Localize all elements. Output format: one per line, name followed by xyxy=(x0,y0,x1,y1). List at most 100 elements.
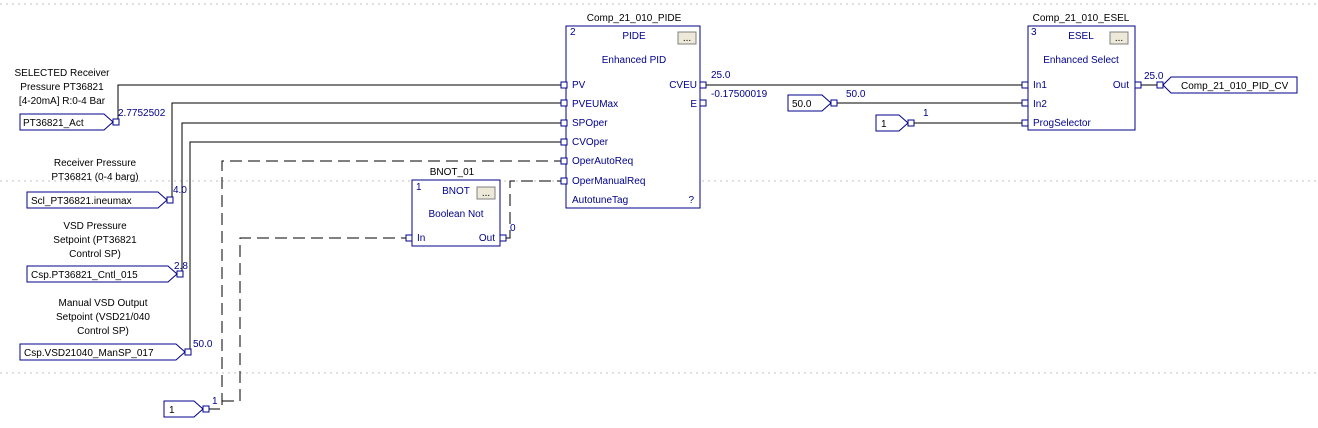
pin-cveu[interactable] xyxy=(699,81,707,89)
pin-label: OperManualReq xyxy=(572,176,645,187)
ref-value: 50.0 xyxy=(846,89,866,100)
input-reference-tag xyxy=(19,343,186,361)
bnot-block[interactable]: BNOT_01 1 BNOT ... Boolean Not In Out xyxy=(405,167,507,247)
wire-pv[interactable] xyxy=(117,84,562,122)
ref-tag-name: 1 xyxy=(169,405,175,416)
block-number: 1 xyxy=(416,182,422,193)
pin-in[interactable] xyxy=(405,234,413,242)
block-tag: Comp_21_010_ESEL xyxy=(1033,13,1130,24)
ref-pin xyxy=(112,118,120,126)
pide-block[interactable]: Comp_21_010_PIDE 2 PIDE ... Enhanced PID… xyxy=(560,13,707,209)
pin-label: In1 xyxy=(1033,80,1047,91)
pin-cvoper[interactable] xyxy=(560,138,568,146)
input-reference-tag xyxy=(787,94,832,112)
ref-tag-name: Csp.VSD21040_ManSP_017 xyxy=(24,348,154,359)
constant-50[interactable]: 50.0 50.0 xyxy=(787,89,866,112)
autotune-mark: ? xyxy=(688,195,694,206)
input-ref-ineumax[interactable]: Receiver Pressure PT36821 (0-4 barg) Scl… xyxy=(26,158,187,209)
ref-tag-name: Scl_PT36821.ineumax xyxy=(31,196,132,207)
block-type: ESEL xyxy=(1068,31,1094,42)
properties-button-label: ... xyxy=(683,33,691,44)
pin-pv[interactable] xyxy=(560,81,568,89)
ref-value: 2.8 xyxy=(174,261,188,272)
block-description: Enhanced PID xyxy=(602,55,667,66)
pin-spoper[interactable] xyxy=(560,119,568,127)
wire-operautoreq[interactable] xyxy=(208,160,562,410)
pide-cveu-value: 25.0 xyxy=(711,70,731,81)
ref-label: Receiver Pressure xyxy=(54,158,137,169)
properties-button-label: ... xyxy=(482,188,490,199)
properties-button[interactable] xyxy=(677,31,697,45)
input-reference-tag xyxy=(26,265,178,283)
output-reference-tag xyxy=(1162,76,1298,94)
wires xyxy=(117,84,1157,410)
input-ref-mansp-017[interactable]: Manual VSD Output Setpoint (VSD21/040 Co… xyxy=(19,298,213,361)
pin-label: CVEU xyxy=(669,80,697,91)
output-tag-name: Comp_21_010_PID_CV xyxy=(1181,81,1289,92)
pin-operautoreq[interactable] xyxy=(560,157,568,165)
pin-label: Out xyxy=(479,233,495,244)
ref-value: 2.7752502 xyxy=(118,108,166,119)
properties-button[interactable] xyxy=(1109,31,1129,45)
ref-label: Control SP) xyxy=(69,249,121,260)
pin-label: Out xyxy=(1113,80,1129,91)
ref-pin xyxy=(907,119,915,127)
ref-value: 4.0 xyxy=(173,185,187,196)
pin-progselector[interactable] xyxy=(1021,119,1029,127)
ref-pin xyxy=(1156,81,1164,89)
ref-label: Setpoint (VSD21/040 xyxy=(56,312,150,323)
pin-label: OperAutoReq xyxy=(572,156,633,167)
properties-button-label: ... xyxy=(1115,33,1123,44)
ref-pin xyxy=(202,405,210,413)
ref-tag-name: 50.0 xyxy=(792,99,812,110)
input-reference-tag xyxy=(26,191,168,209)
pin-opermanualreq[interactable] xyxy=(560,177,568,185)
ref-label: [4-20mA] R:0-4 Bar xyxy=(19,96,106,107)
block-description: Boolean Not xyxy=(428,209,483,220)
input-ref-cntl-015[interactable]: VSD Pressure Setpoint (PT36821 Control S… xyxy=(26,221,188,283)
input-ref-const-1[interactable]: 1 1 xyxy=(163,396,218,418)
pin-label: E xyxy=(690,99,697,110)
pin-label: SPOper xyxy=(572,118,608,129)
block-number: 3 xyxy=(1031,27,1037,38)
wire-opermanualreq[interactable] xyxy=(506,180,562,239)
output-ref-pid-cv[interactable]: 25.0 Comp_21_010_PID_CV xyxy=(1144,71,1298,94)
pin-label: CVOper xyxy=(572,137,609,148)
ref-tag-name: 1 xyxy=(881,119,887,130)
pin-e[interactable] xyxy=(699,99,707,107)
wire-spoper[interactable] xyxy=(181,122,562,274)
ref-label: Pressure PT36821 xyxy=(20,82,104,93)
ref-pin xyxy=(830,99,838,107)
pin-label: ProgSelector xyxy=(1033,118,1091,129)
ref-pin xyxy=(184,348,192,356)
esel-block[interactable]: Comp_21_010_ESEL 3 ESEL ... Enhanced Sel… xyxy=(1021,13,1142,131)
ref-label: Manual VSD Output xyxy=(59,298,148,309)
input-reference-tag xyxy=(163,400,204,418)
constant-1[interactable]: 1 1 xyxy=(875,108,929,132)
pin-in2[interactable] xyxy=(1021,99,1029,107)
block-tag: Comp_21_010_PIDE xyxy=(587,13,682,24)
properties-button[interactable] xyxy=(476,186,496,200)
pin-out[interactable] xyxy=(1134,81,1142,89)
ref-value: 1 xyxy=(212,396,218,407)
block-tag: BNOT_01 xyxy=(430,167,475,178)
pin-out[interactable] xyxy=(499,234,507,242)
ref-tag-name: PT36821_Act xyxy=(23,118,84,129)
bnot-out-value: 0 xyxy=(510,223,516,234)
wire-cvoper[interactable] xyxy=(189,141,562,352)
input-ref-pt36821-act[interactable]: SELECTED Receiver Pressure PT36821 [4-20… xyxy=(14,68,166,131)
ref-label: PT36821 (0-4 barg) xyxy=(51,172,138,183)
grid-lines xyxy=(0,3,1318,374)
ref-label: SELECTED Receiver xyxy=(14,68,110,79)
input-reference-tag xyxy=(875,114,909,132)
wire-bnot-in[interactable] xyxy=(222,237,406,402)
block-body xyxy=(565,25,701,209)
pin-pveumax[interactable] xyxy=(560,99,568,107)
ref-value: 50.0 xyxy=(193,339,213,350)
pin-in1[interactable] xyxy=(1021,81,1029,89)
ref-pin xyxy=(176,270,184,278)
ref-label: Control SP) xyxy=(77,326,129,337)
ref-label: VSD Pressure xyxy=(63,221,127,232)
wire-pveumax[interactable] xyxy=(171,102,562,200)
